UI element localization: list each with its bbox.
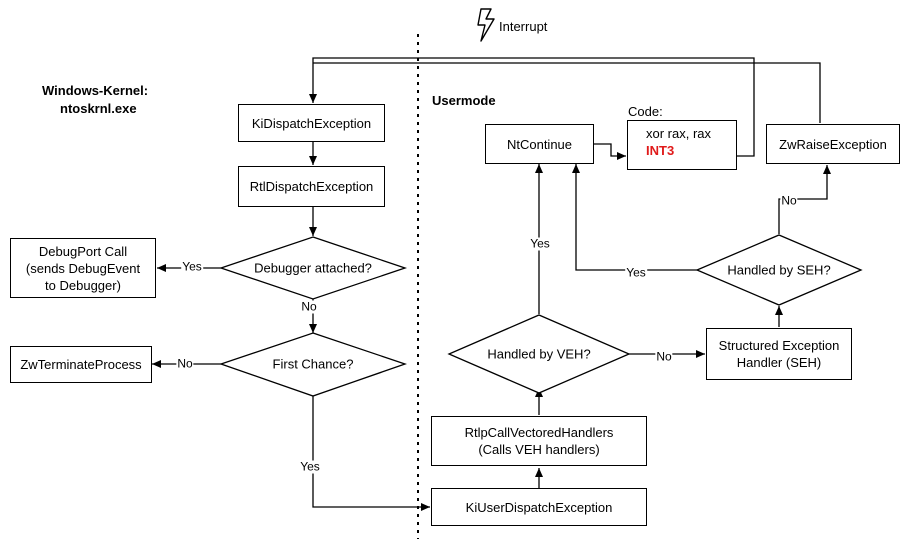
kernel-subtitle: ntoskrnl.exe [60,101,137,116]
edge-label-first-no: No [176,356,194,371]
edge-seh-yes [572,164,697,271]
decision-handled-seh-label: Handled by SEH? [727,262,831,278]
kernel-title: Windows-Kernel: [42,83,149,98]
node-zw-terminate-process-label: ZwTerminateProcess [20,357,142,372]
node-structured-exception-handler[interactable]: Structured Exception Handler (SEH) [706,328,852,380]
node-ki-user-dispatch-label: KiUserDispatchException [465,499,613,515]
node-ki-dispatch-exception-label: KiDispatchException [251,115,372,131]
node-seh-line1: Structured Exception [718,338,840,353]
code-block: xor rax, rax INT3 [627,120,737,170]
edge-seh-no [778,165,831,234]
edge-label-debugger-no: No [300,299,318,314]
node-debugport-line1: DebugPort Call [38,243,128,259]
diamond-handled-seh [695,234,863,306]
code-line-xor: xor rax, rax [646,126,712,141]
decision-handled-veh-label: Handled by VEH? [487,346,591,362]
interrupt-label: Interrupt [499,19,548,34]
node-rtl-dispatch-exception[interactable]: RtlDispatchException [238,166,385,207]
edge-label-veh-no: No [655,349,673,364]
node-zw-raise-exception-label: ZwRaiseException [779,136,887,152]
usermode-label: Usermode [432,93,496,108]
edge-zwraise-to-kidispatch [313,62,821,123]
decision-debugger-attached-label: Debugger attached? [254,260,372,276]
lightning-bolt-icon [477,8,495,42]
diamond-debugger-attached [218,236,408,300]
edge-int3-to-kidispatch [309,57,755,157]
edge-first-yes [312,396,430,511]
node-ki-dispatch-exception[interactable]: KiDispatchException [238,104,385,142]
node-ki-user-dispatch-exception[interactable]: KiUserDispatchException [431,488,647,526]
node-nt-continue[interactable]: NtContinue [485,124,594,164]
edge-label-seh-yes: Yes [625,265,647,280]
edge-label-first-yes: Yes [299,459,321,474]
node-debugport-call[interactable]: DebugPort Call (sends DebugEvent to Debu… [10,238,156,298]
diamond-first-chance [218,332,408,397]
node-rtl-dispatch-exception-label: RtlDispatchException [249,179,374,194]
node-zw-terminate-process[interactable]: ZwTerminateProcess [10,346,152,383]
node-rtlp-call-line1: RtlpCallVectoredHandlers [464,425,614,440]
diamond-handled-veh [447,314,631,394]
edge-label-debugger-yes: Yes [181,259,203,274]
code-line-int3: INT3 [646,143,675,158]
code-title: Code: [628,104,663,119]
node-debugport-line3: to Debugger) [45,277,121,293]
node-rtlp-call-line2: (Calls VEH handlers) [478,442,600,457]
node-seh-line2: Handler (SEH) [736,355,822,370]
decision-first-chance-label: First Chance? [272,356,354,372]
node-debugport-line2: (sends DebugEvent [25,260,141,276]
node-nt-continue-label: NtContinue [506,136,573,152]
node-rtlp-call-vectored-handlers[interactable]: RtlpCallVectoredHandlers (Calls VEH hand… [431,416,647,466]
edge-ntcontinue-to-code [594,143,626,160]
edge-label-seh-no: No [780,193,798,208]
node-zw-raise-exception[interactable]: ZwRaiseException [766,124,900,164]
edge-label-veh-yes: Yes [529,236,551,251]
